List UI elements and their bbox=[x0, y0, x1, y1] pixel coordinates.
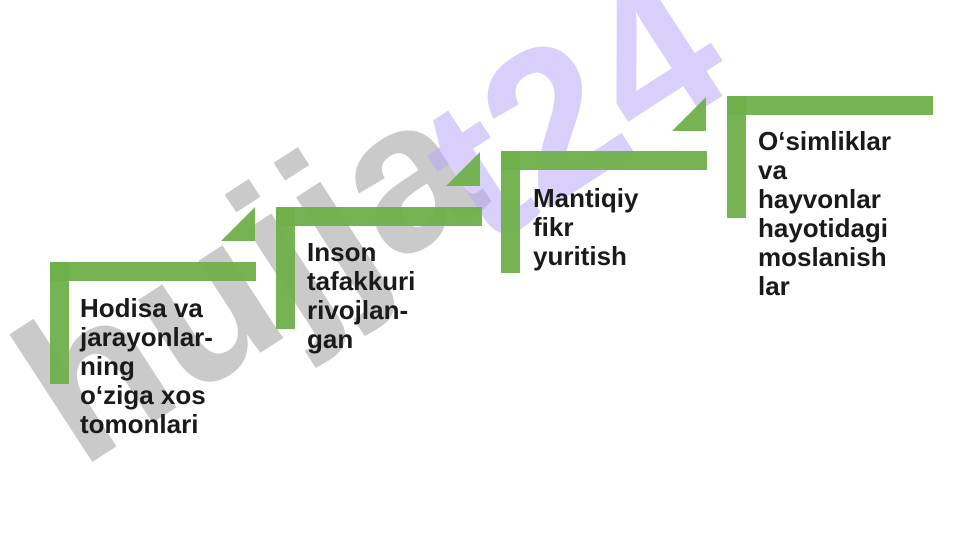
step-3-label: Mantiqiy fikr yuritish bbox=[533, 183, 639, 271]
step-1-side-bar bbox=[50, 262, 69, 384]
step-2-top-bar bbox=[276, 207, 482, 226]
step-4-top-bar bbox=[727, 96, 933, 115]
step-1-top-bar bbox=[50, 262, 256, 281]
step-3-corner-triangle bbox=[672, 97, 706, 131]
step-4-side-bar bbox=[727, 96, 746, 218]
step-2-label: Inson tafakkuri rivojlan- gan bbox=[307, 237, 416, 354]
step-4-label: O‘simliklar va hayvonlar hayotidagi mosl… bbox=[758, 126, 891, 301]
step-1-label: Hodisa va jarayonlar- ning o‘ziga xos to… bbox=[80, 293, 213, 439]
step-2-side-bar bbox=[276, 207, 295, 329]
step-1-corner-triangle bbox=[221, 207, 255, 241]
step-3-top-bar bbox=[501, 151, 707, 170]
step-3-side-bar bbox=[501, 151, 520, 273]
step-2-corner-triangle bbox=[446, 152, 480, 186]
